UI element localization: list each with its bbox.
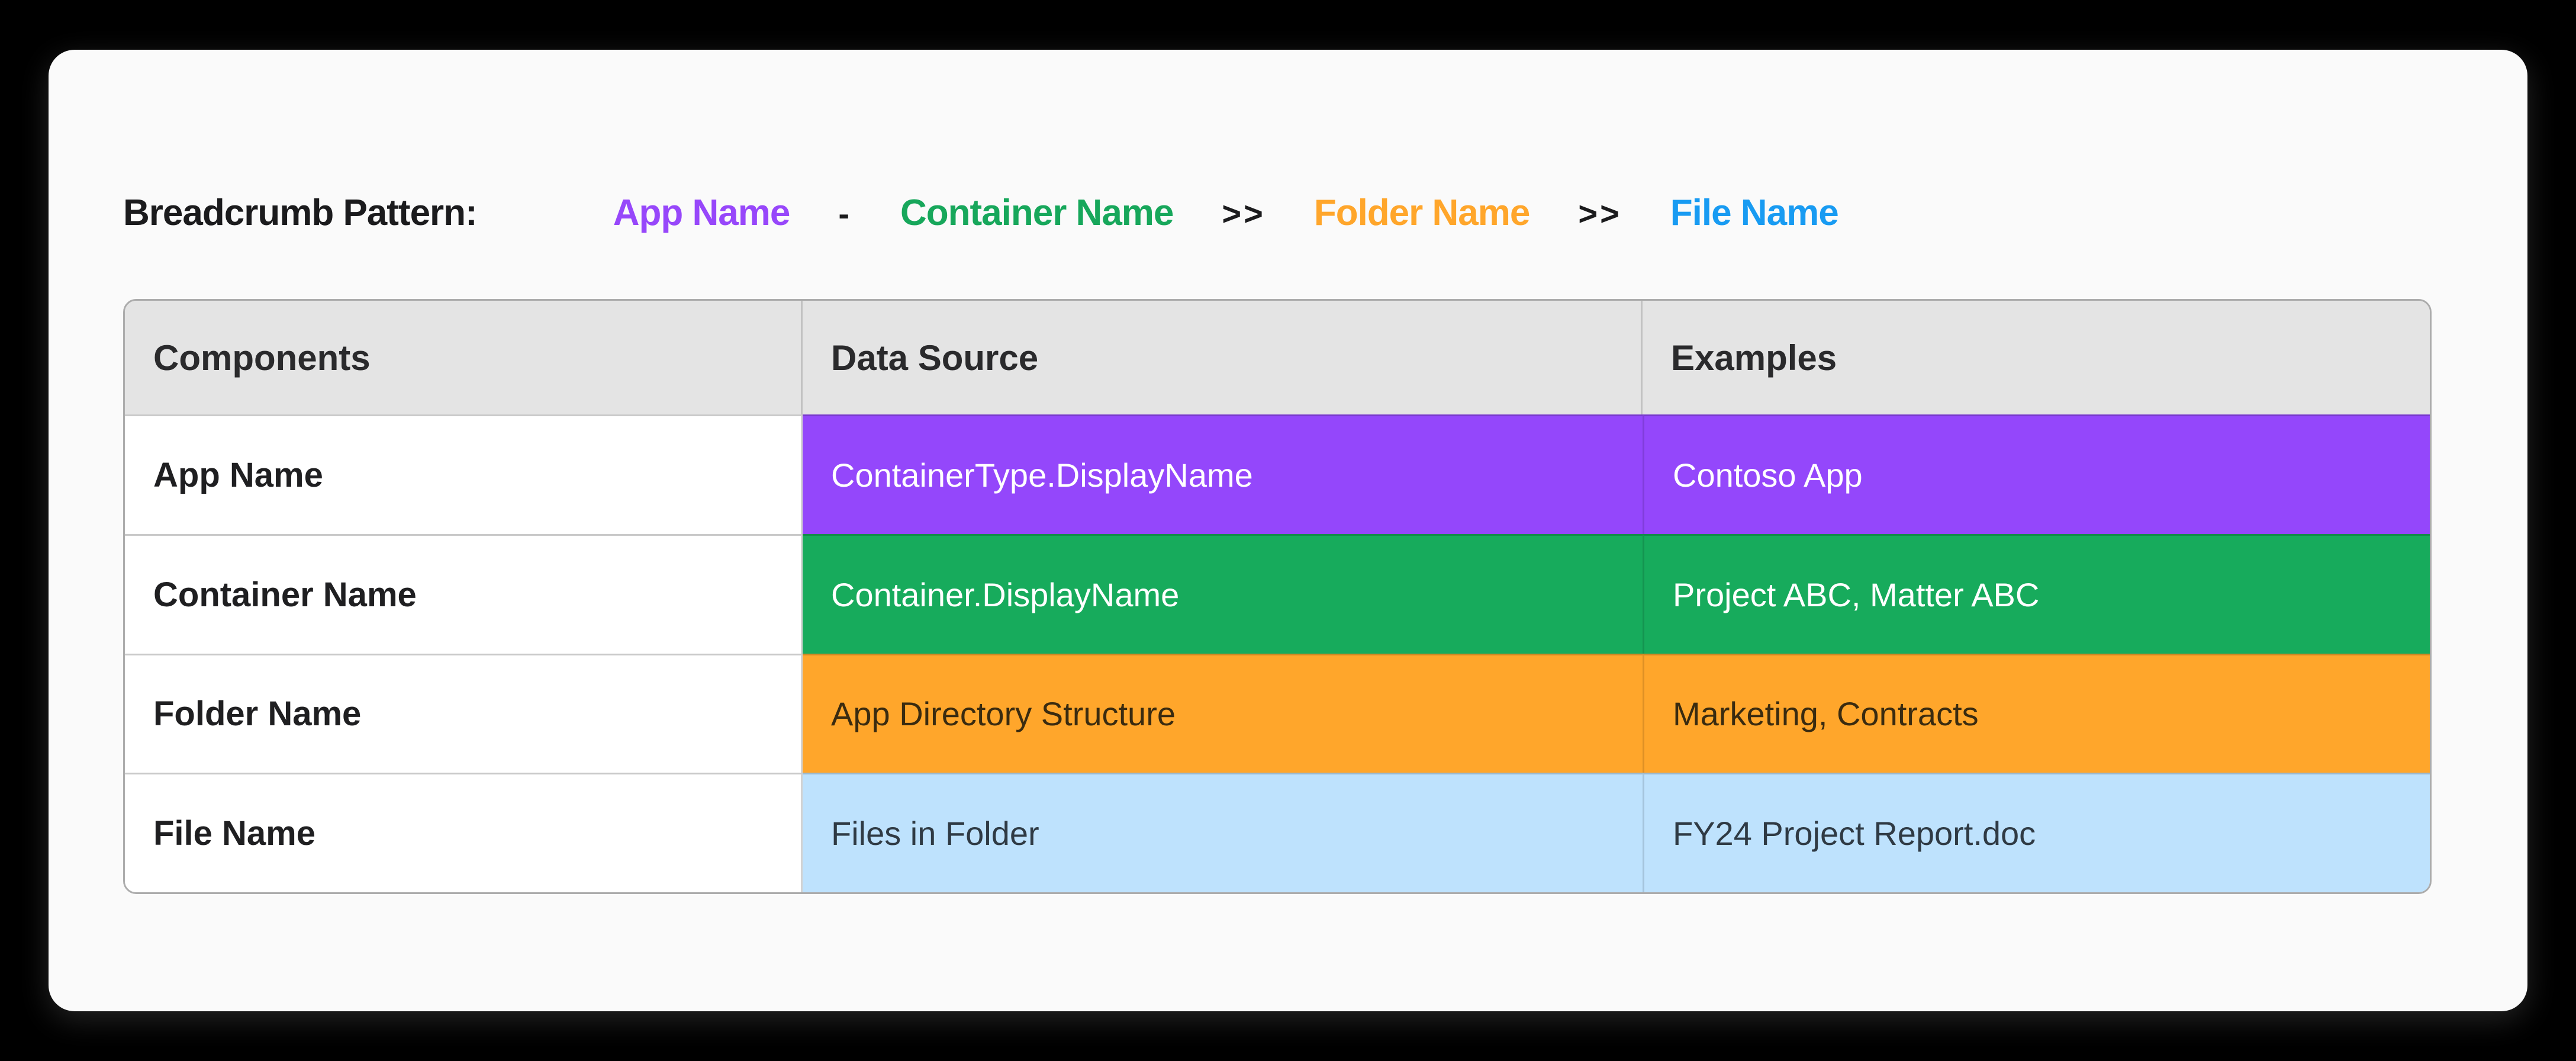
components-table: Components Data Source Examples App Name… xyxy=(123,299,2432,894)
content-card: Breadcrumb Pattern: App Name - Container… xyxy=(49,50,2527,1011)
table-row-folder-name-examples: Marketing, Contracts xyxy=(1643,653,2430,773)
breadcrumb-segment-container-name[interactable]: Container Name xyxy=(900,192,1174,233)
breadcrumb-separator-dash: - xyxy=(838,195,852,232)
table-row-folder-name-data-source: App Directory Structure xyxy=(803,653,1643,773)
table-header-components: Components xyxy=(125,301,803,414)
breadcrumb: Breadcrumb Pattern: App Name - Container… xyxy=(123,192,1839,234)
table-row-container-name-data-source: Container.DisplayName xyxy=(803,533,1643,654)
breadcrumb-segment-file-name[interactable]: File Name xyxy=(1670,192,1839,233)
table-row-app-name-component: App Name xyxy=(125,414,803,534)
table-row-container-name-examples: Project ABC, Matter ABC xyxy=(1643,533,2430,654)
table-row-file-name-examples: FY24 Project Report.doc xyxy=(1643,773,2430,892)
table-row-container-name-component: Container Name xyxy=(125,533,803,654)
table-row-file-name-data-source: Files in Folder xyxy=(803,773,1643,892)
table-row-app-name-data-source: ContainerType.DisplayName xyxy=(803,414,1643,534)
table-row-file-name-component: File Name xyxy=(125,773,803,892)
breadcrumb-separator-chevrons: >> xyxy=(1222,195,1266,232)
breadcrumb-segment-folder-name[interactable]: Folder Name xyxy=(1313,192,1531,233)
breadcrumb-separator-chevrons: >> xyxy=(1578,195,1622,232)
breadcrumb-pattern-label: Breadcrumb Pattern: xyxy=(123,192,478,233)
table-row-app-name-examples: Contoso App xyxy=(1643,414,2430,534)
table-row-folder-name-component: Folder Name xyxy=(125,653,803,773)
breadcrumb-segment-app-name[interactable]: App Name xyxy=(613,192,791,233)
table-header-data-source: Data Source xyxy=(803,301,1643,414)
table-header-examples: Examples xyxy=(1643,301,2430,414)
